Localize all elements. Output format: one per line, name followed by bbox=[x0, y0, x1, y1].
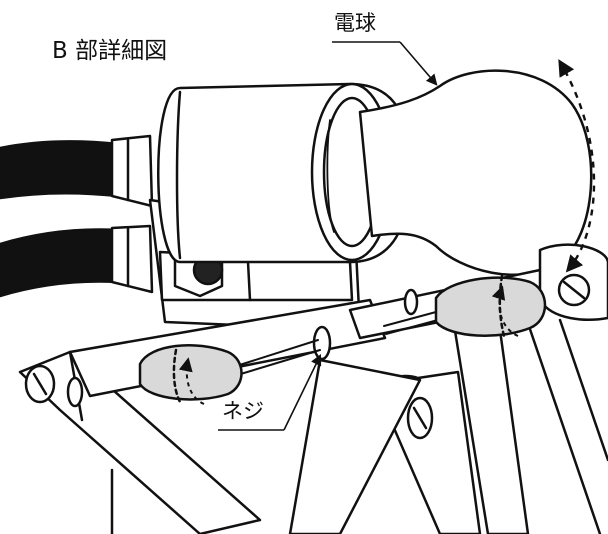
leg-frame bbox=[288, 298, 608, 534]
right-hinge bbox=[538, 243, 608, 321]
left-arm bbox=[18, 350, 262, 534]
screw-leader: ネジ bbox=[218, 353, 322, 431]
light-bulb bbox=[326, 69, 593, 276]
screw-right bbox=[383, 274, 547, 338]
svg-text:電球: 電球 bbox=[334, 11, 376, 35]
screw-right-arrow bbox=[491, 285, 519, 337]
cable-lower bbox=[0, 224, 154, 298]
bulb-leader: 電球 bbox=[332, 11, 438, 86]
cable-upper bbox=[0, 134, 154, 208]
diagram-title: B 部詳細図 bbox=[52, 38, 167, 64]
screw-left-arrow bbox=[178, 357, 205, 405]
svg-text:ネジ: ネジ bbox=[222, 399, 264, 423]
